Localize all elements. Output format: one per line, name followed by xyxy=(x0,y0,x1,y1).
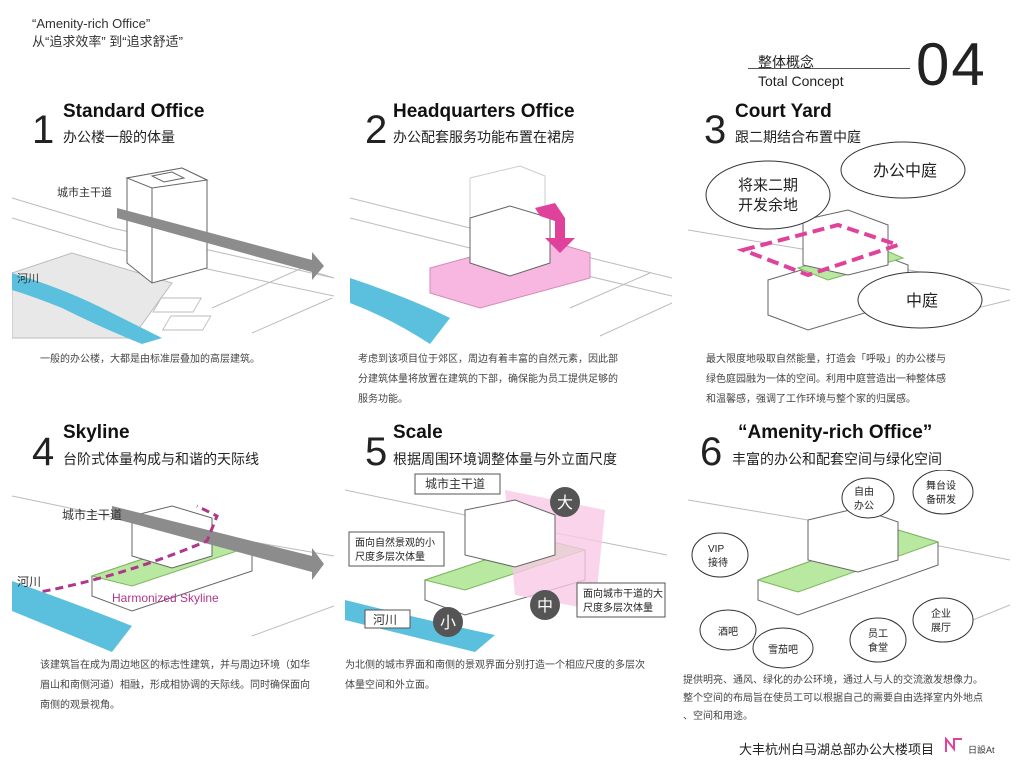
mid-label: 中 xyxy=(537,597,553,615)
city-label-1: 面向城市干道的大 xyxy=(583,587,663,600)
panel-6-diagram: 自由 办公 舞台设 备研发 VIP 接待 酒吧 雪茄吧 员工 食堂 企业 展厅 xyxy=(688,470,1010,669)
future-label-1: 将来二期 xyxy=(738,177,798,194)
panel-6-subtitle: 丰富的办公和配套空间与绿化空间 xyxy=(732,451,942,467)
road-arrow xyxy=(117,208,324,280)
nature-box xyxy=(348,531,445,567)
small-label: 小 xyxy=(440,614,456,632)
bar-bubble xyxy=(699,609,757,651)
panel-2-subtitle: 办公配套服务功能布置在裙房 xyxy=(393,129,575,145)
river-label: 河川 xyxy=(17,575,41,589)
pink-arrow xyxy=(535,203,575,253)
skyline-label: Harmonized Skyline xyxy=(112,591,219,605)
hall-bubble xyxy=(912,597,974,643)
concept-divider xyxy=(748,68,910,69)
canteen-label-2: 食堂 xyxy=(868,641,888,654)
page-number: 04 xyxy=(916,31,987,98)
panel-1-diagram: 城市主干道 河川 xyxy=(12,167,334,344)
panel-4-number: 4 xyxy=(32,430,55,474)
panel-5-diagram: 城市主干道 面向自然景观的小 尺度多层次体量 面向城市干道的大 尺度多层次体量 … xyxy=(345,473,667,652)
office-court-bubble xyxy=(840,141,966,199)
court-bubble xyxy=(857,271,983,329)
skyline-line xyxy=(16,504,219,598)
panel-6-number: 6 xyxy=(700,430,723,474)
panel-2-title: Headquarters Office xyxy=(393,101,575,122)
panel-6-title: “Amenity-rich Office” xyxy=(738,422,933,443)
cigar-label: 雪茄吧 xyxy=(768,643,798,656)
free-label-2: 办公 xyxy=(854,499,874,512)
river xyxy=(350,278,450,344)
panel-1-desc: 一般的办公楼，大都是由标准层叠加的高层建筑。 xyxy=(40,354,260,365)
cigar-bubble xyxy=(752,627,814,669)
header-english: “Amenity-rich Office” xyxy=(32,16,151,31)
panel-5-desc: 为北侧的城市界面和南侧的景观界面分别打造一个相应尺度的多层次体量空间和外立面。 xyxy=(345,660,645,691)
brand-name: 日設At xyxy=(968,745,995,755)
stage-bubble xyxy=(912,470,974,515)
road-label: 城市主干道 xyxy=(57,185,112,199)
panel-4-diagram: 城市主干道 河川 Harmonized Skyline xyxy=(12,495,334,652)
panel-4-desc: 该建筑旨在成为周边地区的标志性建筑，并与周边环境（如华眉山和南侧河道）相融，形成… xyxy=(40,660,310,711)
panel-2-desc: 考虑到该项目位于郊区，周边有着丰富的自然元素，因此部分建筑体量将放置在建筑的下部… xyxy=(358,354,618,405)
road-label: 城市主干道 xyxy=(425,476,485,491)
canteen-bubble xyxy=(849,617,907,663)
total-concept-cn: 整体概念 xyxy=(758,54,814,70)
river xyxy=(12,273,162,344)
panel-6-desc: 提供明亮、通风、绿化的办公环境，通过人与人的交流激发想像力。整个空间的布局旨在使… xyxy=(683,675,983,722)
brand-logo-icon xyxy=(945,737,962,752)
panel-5-subtitle: 根据周围环境调整体量与外立面尺度 xyxy=(393,451,617,467)
panel-1-subtitle: 办公楼一般的体量 xyxy=(63,129,175,145)
hall-label-1: 企业 xyxy=(931,607,951,620)
bar-label: 酒吧 xyxy=(718,626,738,638)
road-label-box xyxy=(414,473,501,495)
city-box xyxy=(576,582,666,618)
panel-1-title: Standard Office xyxy=(63,101,205,122)
future-site-bubble xyxy=(705,160,831,230)
river-label-box xyxy=(364,609,411,629)
hall-label-2: 展厅 xyxy=(931,622,951,634)
project-name: 大丰杭州白马湖总部办公大楼项目 xyxy=(738,742,934,757)
panel-1-number: 1 xyxy=(32,108,55,152)
panel-3-subtitle: 跟二期结合布置中庭 xyxy=(735,129,861,145)
vip-bubble xyxy=(691,532,749,578)
free-label-1: 自由 xyxy=(854,485,874,498)
nature-label-2: 尺度多层次体量 xyxy=(355,550,425,563)
river xyxy=(12,581,132,652)
panel-3-number: 3 xyxy=(704,108,727,152)
stage-label-2: 备研发 xyxy=(926,493,956,506)
panel-4-title: Skyline xyxy=(63,422,130,443)
panel-5-number: 5 xyxy=(365,430,388,474)
panel-2-diagram xyxy=(350,165,672,344)
vip-label-1: VIP xyxy=(708,544,724,555)
road-label: 城市主干道 xyxy=(62,507,122,522)
small-scale-badge xyxy=(433,607,463,637)
big-label: 大 xyxy=(557,494,573,512)
river-label: 河川 xyxy=(17,272,39,285)
big-scale-badge xyxy=(550,487,580,517)
stage-label-1: 舞台设 xyxy=(926,479,956,492)
nature-label-1: 面向自然景观的小 xyxy=(355,536,435,549)
canteen-label-1: 员工 xyxy=(868,628,888,640)
panel-3-desc: 最大限度地吸取自然能量，打造会「呼吸」的办公楼与绿色庭园融为一体的空间。利用中庭… xyxy=(706,354,946,405)
city-label-2: 尺度多层次体量 xyxy=(583,601,653,614)
panel-5-title: Scale xyxy=(393,422,443,443)
future-label-2: 开发余地 xyxy=(738,196,798,214)
road-arrow xyxy=(112,506,324,580)
panel-3-title: Court Yard xyxy=(735,101,832,122)
office-court-label: 办公中庭 xyxy=(873,162,937,180)
panel-3-diagram: 将来二期 开发余地 办公中庭 中庭 xyxy=(688,141,1010,331)
panel-4-subtitle: 台阶式体量构成与和谐的天际线 xyxy=(63,451,259,467)
panel-2-number: 2 xyxy=(365,108,388,152)
header-chinese: 从“追求效率” 到“追求舒适” xyxy=(32,34,183,49)
free-office-bubble xyxy=(841,477,895,519)
court-label: 中庭 xyxy=(906,292,938,310)
future-site-outline xyxy=(736,222,905,278)
vip-label-2: 接待 xyxy=(708,556,728,569)
mid-scale-badge xyxy=(530,590,560,620)
total-concept-en: Total Concept xyxy=(758,73,844,89)
river-label: 河川 xyxy=(373,613,397,627)
